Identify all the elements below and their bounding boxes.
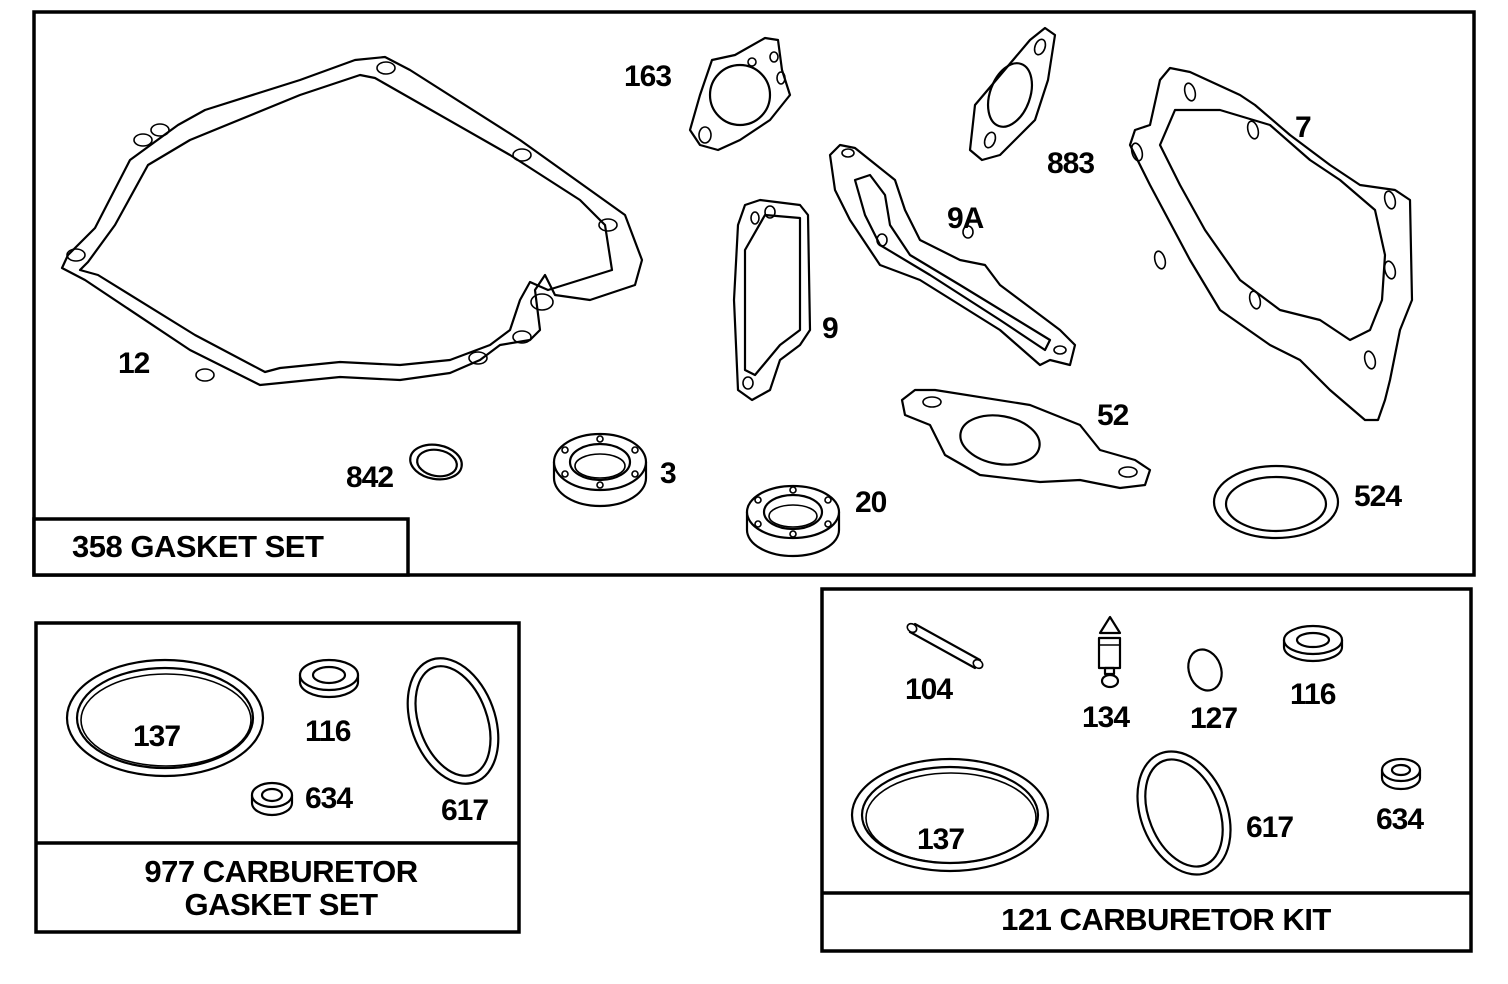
part-163-intake-gasket[interactable]: 163: [624, 36, 792, 152]
part-634-washer[interactable]: 634: [250, 781, 354, 817]
part-label-883: 883: [1047, 147, 1094, 180]
part-3-oil-seal[interactable]: 3: [552, 432, 677, 508]
part-label-134: 134: [1082, 701, 1130, 734]
part-137-float-bowl-gasket[interactable]: 137: [850, 757, 1050, 873]
part-9a-breather-tube-gasket[interactable]: 9A: [828, 143, 1077, 367]
part-label-634: 634: [1376, 803, 1424, 836]
kit-358-title: 358 GASKET SET: [72, 529, 324, 564]
part-116-washer[interactable]: 116: [1282, 624, 1344, 711]
part-label-127: 127: [1190, 702, 1237, 735]
part-label-116: 116: [1290, 678, 1336, 711]
part-label-20: 20: [855, 486, 887, 519]
part-127-welch-plug[interactable]: 127: [1183, 645, 1238, 735]
part-label-842: 842: [346, 461, 393, 494]
part-104-float-pin[interactable]: 104: [905, 622, 984, 706]
part-116-washer[interactable]: 116: [298, 658, 360, 748]
part-137-float-bowl-gasket[interactable]: 137: [65, 658, 265, 778]
kit-977-frame: [34, 621, 521, 934]
part-label-104: 104: [905, 673, 953, 706]
kit-977-title-line-1: 977 CARBURETOR: [144, 854, 417, 889]
part-label-617: 617: [1246, 811, 1293, 844]
kit-358-gasket-set: 358 GASKET SET 12 163: [32, 10, 1476, 577]
part-label-137: 137: [133, 720, 180, 753]
part-label-116: 116: [305, 715, 351, 748]
kit-358-title-box: [32, 517, 410, 577]
part-label-3: 3: [660, 457, 676, 490]
part-label-9a: 9A: [947, 202, 984, 235]
part-20-oil-seal[interactable]: 20: [745, 484, 888, 558]
part-134-inlet-needle[interactable]: 134: [1082, 615, 1131, 734]
part-label-7: 7: [1295, 111, 1311, 144]
part-617-o-ring[interactable]: 617: [1120, 738, 1294, 889]
part-617-o-ring[interactable]: 617: [391, 646, 514, 827]
kit-977-title-line-2: GASKET SET: [184, 887, 378, 922]
part-label-163: 163: [624, 60, 671, 93]
part-634-washer[interactable]: 634: [1376, 757, 1425, 836]
part-9-breather-gasket[interactable]: 9: [732, 198, 839, 402]
part-label-9: 9: [822, 312, 838, 345]
part-524-seal-ring[interactable]: 524: [1212, 464, 1403, 540]
kit-121-title: 121 CARBURETOR KIT: [1001, 902, 1331, 937]
kit-121-frame: [820, 587, 1473, 953]
kit-121-carburetor-kit: 121 CARBURETOR KIT 104 134 127 116: [820, 587, 1473, 953]
kit-977-carburetor-gasket-set: 977 CARBURETOR GASKET SET 137 116 634 61…: [34, 621, 521, 934]
part-842-o-ring[interactable]: 842: [346, 441, 465, 494]
part-7-cylinder-head-gasket[interactable]: 7: [1128, 66, 1414, 422]
part-12-crankcase-gasket[interactable]: 12: [60, 55, 644, 387]
part-52-muffler-gasket[interactable]: 52: [900, 388, 1152, 490]
part-label-137: 137: [917, 823, 964, 856]
part-label-524: 524: [1354, 480, 1402, 513]
part-label-52: 52: [1097, 399, 1129, 432]
part-label-617: 617: [441, 794, 488, 827]
part-883-exhaust-gasket[interactable]: 883: [968, 26, 1095, 180]
part-label-12: 12: [118, 347, 150, 380]
part-label-634: 634: [305, 782, 353, 815]
